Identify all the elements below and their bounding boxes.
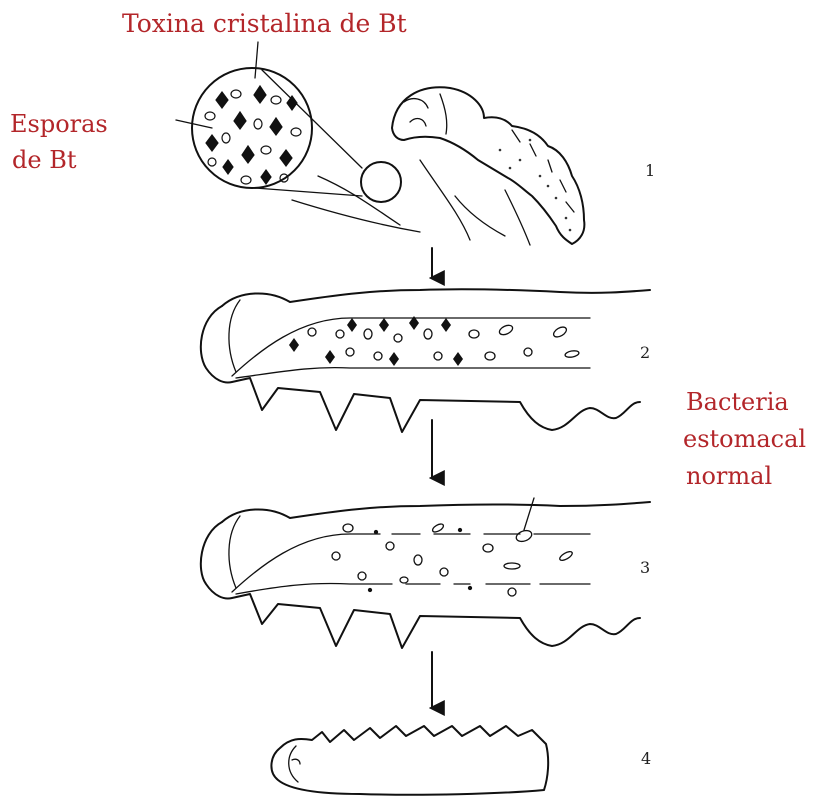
stage-2-gut-top [232,318,590,376]
step-number-2: 2 [640,343,650,362]
toxin-label: Toxina cristalina de Bt [122,9,407,38]
stage-3-back [222,502,650,522]
bacteria-label-line1: Bacteria [686,388,789,416]
spores-label-line2: de Bt [12,146,77,174]
dead-larva-head [289,746,300,782]
stage-2-back [222,289,650,306]
magnified-spores-and-crystals [205,86,301,184]
stage-3-gut-section [201,502,650,648]
step-number-1: 1 [645,161,655,180]
stage-3-head [229,516,240,588]
stage-2-belly [201,306,640,432]
leaf-spot [361,162,401,202]
spores-label-line1: Esporas [10,110,108,138]
bacteria-label-line2: estomacal [683,425,806,453]
spores-leader-line [176,120,212,128]
bacteria-leader-line [524,498,534,530]
step-number-3: 3 [640,558,650,577]
bacteria-label-line3: normal [686,462,772,490]
larva-segments [512,130,574,212]
toxin-leader-line [255,42,258,78]
larva-head [404,94,447,134]
leaf-veins [292,160,530,245]
stage-2-gut-section [201,289,650,432]
stage-4-dead-larva [271,726,548,795]
stage-3-belly [201,522,640,648]
larva-body [392,87,584,244]
stage-1-ingestion [192,68,584,245]
stage-3-gut-bottom-broken [236,583,590,594]
stage-2-gut-bottom [236,368,590,378]
stage-2-head [229,300,240,372]
dead-larva-body [271,726,548,795]
stage-2-spores [308,323,579,360]
step-number-4: 4 [641,749,651,768]
stage-3-gut-top-broken [232,534,590,592]
